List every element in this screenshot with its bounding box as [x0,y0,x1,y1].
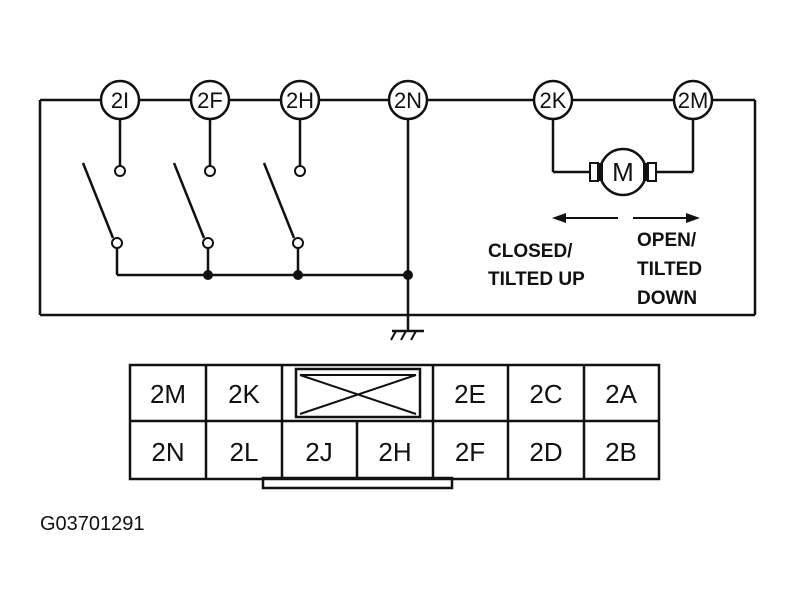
ground-symbol [390,329,424,341]
switch-2i [81,162,126,249]
figure-code: G03701291 [40,513,145,535]
circuit-wires [38,98,757,330]
direction-arrows [552,213,700,223]
connector-cell-2d: 2D [529,437,562,467]
terminal-label: 2I [111,88,129,113]
terminal-2n: 2N [387,79,429,121]
closed-label-line1: CLOSED/ [488,241,573,262]
terminal-label: 2K [540,88,567,113]
motor-symbol: M [589,147,657,197]
terminal-2f: 2F [189,79,231,121]
switch-2h [262,162,306,249]
terminal-label: 2M [678,88,709,113]
motor-label: M [612,157,634,187]
connector-cell-2l: 2L [230,437,259,467]
open-label-line1: OPEN/ [637,230,697,251]
connector-cell-2b: 2B [605,437,637,467]
connector-cell-2a: 2A [605,379,637,409]
connector-cell-2k: 2K [228,379,260,409]
junction-dot [203,270,213,280]
connector-cell-2f: 2F [455,437,485,467]
terminal-label: 2N [394,88,422,113]
open-label-line2: TILTED [637,259,702,280]
terminal-2i: 2I [99,79,141,121]
junction-dot [403,270,413,280]
terminal-label: 2H [286,88,314,113]
connector-cell-2n: 2N [151,437,184,467]
connector-cell-2j: 2J [305,437,332,467]
connector-cell-2h: 2H [378,437,411,467]
terminal-2m: 2M [672,79,714,121]
junction-dot [293,270,303,280]
connector-cell-2c: 2C [529,379,562,409]
terminal-label: 2F [197,88,223,113]
closed-label-line2: TILTED UP [488,269,585,290]
open-label-line3: DOWN [637,288,697,309]
terminal-2k: 2K [532,79,574,121]
connector-cell-2e: 2E [454,379,486,409]
terminal-2h: 2H [279,79,321,121]
connector-cell-2m: 2M [150,379,186,409]
switch-2f [172,162,216,249]
connector-face [128,363,661,490]
